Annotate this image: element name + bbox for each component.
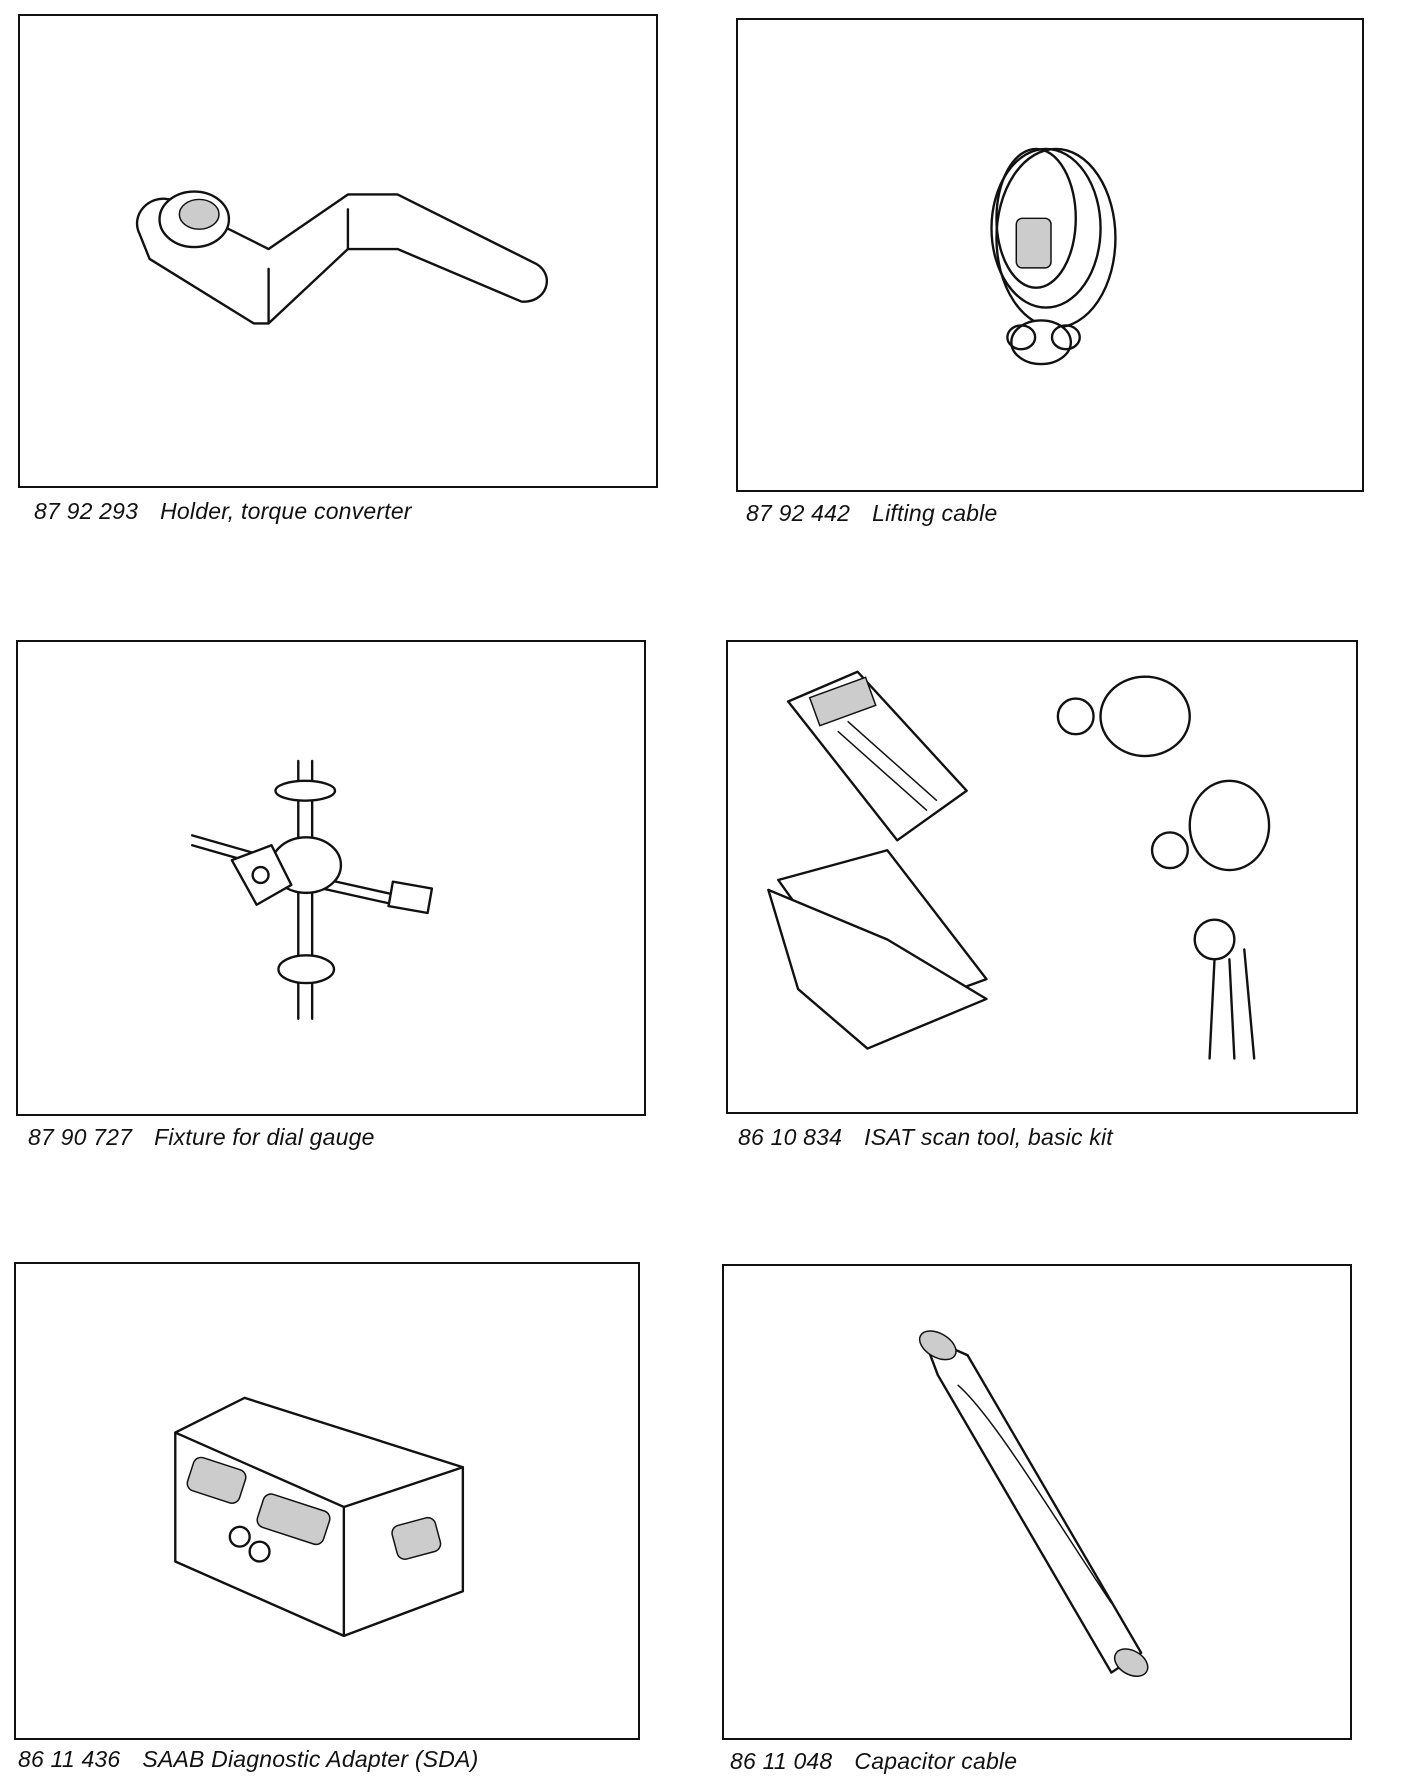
part-number: 87 92 442 [746, 500, 851, 526]
tool-illustration-frame [736, 18, 1364, 492]
part-number: 86 11 048 [730, 1748, 833, 1774]
part-number: 87 92 293 [34, 498, 139, 524]
torque-converter-holder-drawing [135, 190, 548, 325]
tool-illustration-frame [18, 14, 658, 488]
part-number: 87 90 727 [28, 1124, 133, 1150]
tool-caption: 86 10 834 ISAT scan tool, basic kit [738, 1124, 1113, 1151]
tool-caption: 86 11 048 Capacitor cable [730, 1748, 1017, 1775]
tool-illustration-frame [726, 640, 1358, 1114]
capacitor-cable-drawing [918, 1330, 1149, 1678]
lifting-cable-drawing [990, 147, 1117, 366]
tool-description: ISAT scan tool, basic kit [864, 1124, 1113, 1150]
tool-illustration-frame [16, 640, 646, 1116]
tool-illustration-frame [14, 1262, 640, 1740]
tool-description: Fixture for dial gauge [154, 1124, 375, 1150]
part-number: 86 11 436 [18, 1746, 121, 1772]
tool-description: SAAB Diagnostic Adapter (SDA) [142, 1746, 479, 1772]
tool-caption: 87 92 293 Holder, torque converter [34, 498, 412, 525]
dial-gauge-fixture-drawing [190, 759, 434, 1020]
tool-caption: 87 92 442 Lifting cable [746, 500, 997, 527]
diagnostic-adapter-drawing [174, 1396, 465, 1638]
tool-description: Lifting cable [872, 500, 998, 526]
tool-description: Capacitor cable [854, 1748, 1018, 1774]
tool-caption: 87 90 727 Fixture for dial gauge [28, 1124, 375, 1151]
tool-illustration-frame [722, 1264, 1352, 1740]
isat-scan-tool-kit-drawing [767, 670, 1271, 1060]
tool-description: Holder, torque converter [160, 498, 412, 524]
tool-caption: 86 11 436 SAAB Diagnostic Adapter (SDA) [18, 1746, 478, 1773]
part-number: 86 10 834 [738, 1124, 843, 1150]
